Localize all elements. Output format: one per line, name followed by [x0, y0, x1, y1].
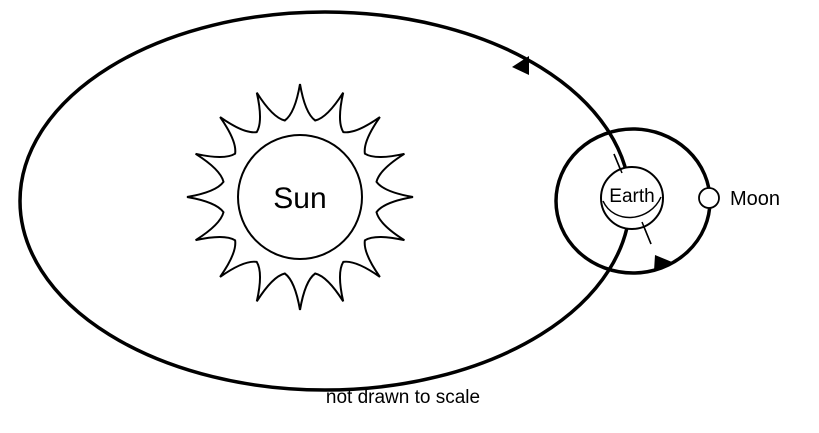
- scale-note: not drawn to scale: [326, 387, 480, 408]
- sun-rays: [186, 83, 414, 311]
- sun-disk: [237, 134, 363, 260]
- sun-label: Sun: [273, 182, 326, 215]
- earth-axis-top: [613, 153, 623, 174]
- earth-equator: [602, 196, 662, 219]
- moon-orbit-direction-arrow: [654, 255, 672, 271]
- moon-disk: [698, 187, 720, 209]
- earth-axis-bottom: [641, 221, 652, 245]
- earth-disk: [600, 166, 664, 230]
- moon-label: Moon: [730, 188, 780, 210]
- earth-orbit-direction-arrow: [512, 56, 529, 75]
- earth-label: Earth: [609, 186, 654, 207]
